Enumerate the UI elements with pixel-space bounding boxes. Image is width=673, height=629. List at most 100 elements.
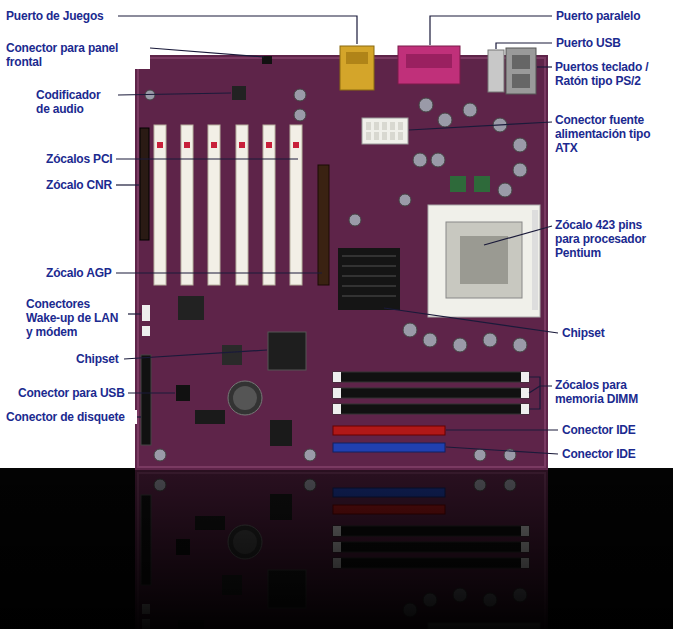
- motherboard: [382, 132, 387, 140]
- motherboard: [374, 122, 379, 130]
- connector-label: Conector fuente alimentación tipo ATX: [553, 113, 669, 155]
- capacitors: [154, 449, 166, 461]
- motherboard: [233, 386, 257, 410]
- motherboard: [195, 410, 225, 424]
- capacitors: [483, 333, 497, 347]
- ide-connector: [333, 426, 445, 435]
- capacitors: [145, 89, 527, 461]
- leader-lines: [128, 313, 141, 314]
- motherboard: [333, 404, 341, 414]
- motherboard: [342, 275, 396, 277]
- leader-lines: [116, 184, 139, 185]
- motherboard: [342, 255, 396, 257]
- leader-lines: [137, 416, 141, 417]
- slot-label: Zócalos para memoria DIMM: [553, 378, 669, 406]
- capacitors: [453, 338, 467, 352]
- connector-label: Conector para panel frontal: [4, 41, 150, 69]
- motherboard: [398, 122, 403, 130]
- connector-label: Conector para USB: [16, 386, 128, 400]
- leader-lines: [446, 429, 558, 430]
- slot-label: Zócalos PCI: [44, 152, 116, 166]
- motherboard: [374, 132, 379, 140]
- motherboard: [157, 142, 163, 148]
- motherboard: [342, 295, 396, 297]
- capacitors: [513, 163, 527, 177]
- capacitors: [438, 113, 452, 127]
- leader-lines: [124, 350, 267, 359]
- motherboard: [521, 372, 529, 382]
- motherboard: [142, 326, 150, 336]
- motherboard: [342, 265, 396, 267]
- motherboard: [142, 305, 150, 321]
- capacitors: [498, 183, 512, 197]
- dimm-slots: [333, 372, 529, 382]
- leader-lines: [116, 158, 298, 159]
- motherboard: [474, 176, 490, 192]
- motherboard: [512, 74, 530, 88]
- capacitors: [294, 89, 306, 101]
- dimm-slots: [333, 404, 529, 414]
- leader-lines: [537, 66, 552, 67]
- motherboard: [460, 236, 508, 284]
- leader-lines: [384, 308, 558, 333]
- motherboard: [157, 142, 299, 148]
- chipset-heatsink: [338, 248, 400, 310]
- motherboard: [135, 46, 548, 470]
- reflection: [0, 470, 673, 629]
- leader-lines: [446, 447, 558, 454]
- motherboard: [138, 58, 545, 467]
- capacitors: [463, 103, 477, 117]
- leader-lines: [529, 386, 540, 393]
- capacitors: [423, 333, 437, 347]
- motherboard: [532, 210, 538, 310]
- motherboard: [178, 296, 204, 320]
- pci-slots: [154, 125, 166, 285]
- connector-label: Conector IDE: [560, 447, 660, 461]
- motherboard: [239, 142, 245, 148]
- capacitors: [513, 138, 527, 152]
- parallel-port: [398, 46, 460, 84]
- motherboard: [346, 52, 368, 64]
- leader-lines: [150, 48, 264, 57]
- pci-slots: [181, 125, 193, 285]
- dimm-slots: [333, 388, 529, 398]
- cnr-slot: [140, 128, 149, 240]
- leader-lines: [430, 16, 552, 45]
- reflection-ground: [0, 468, 673, 629]
- motherboard: [521, 404, 529, 414]
- reflection: [0, 470, 673, 629]
- leader-lines: [484, 226, 552, 245]
- pci-slots: [236, 125, 248, 285]
- motherboard: [446, 222, 522, 298]
- cpu-socket: [428, 205, 540, 317]
- slot-label: Zócalo CNR: [44, 178, 116, 192]
- capacitors: [431, 153, 445, 167]
- motherboard: [342, 256, 396, 296]
- south-chipset: [268, 332, 306, 370]
- chipset-label: Chipset: [560, 326, 620, 340]
- motherboard: [366, 132, 371, 140]
- motherboard: [390, 122, 395, 130]
- capacitors: [294, 109, 306, 121]
- leader-lines: [529, 377, 552, 386]
- capacitors: [304, 449, 316, 461]
- leader-lines: [128, 392, 175, 393]
- leader-lines: [409, 122, 552, 130]
- motherboard: [390, 132, 395, 140]
- motherboard: [184, 142, 190, 148]
- socket-label: Zócalo 423 pins para procesador Pentium: [553, 218, 669, 260]
- port-label: Puerto de Juegos: [4, 9, 118, 23]
- atx-connector: [362, 118, 408, 144]
- motherboard: [211, 142, 217, 148]
- leader-lines: [118, 16, 357, 44]
- capacitors: [474, 449, 486, 461]
- chipset-label: Chipset: [74, 352, 124, 366]
- port-label: Puerto USB: [554, 36, 666, 50]
- port-label: Puertos teclado / Ratón tipo PS/2: [553, 60, 669, 88]
- pci-slots: [263, 125, 275, 285]
- motherboard: [366, 122, 371, 130]
- ps2-port: [506, 48, 536, 94]
- capacitors: [413, 153, 427, 167]
- motherboard: [366, 122, 403, 140]
- motherboard: [270, 420, 292, 446]
